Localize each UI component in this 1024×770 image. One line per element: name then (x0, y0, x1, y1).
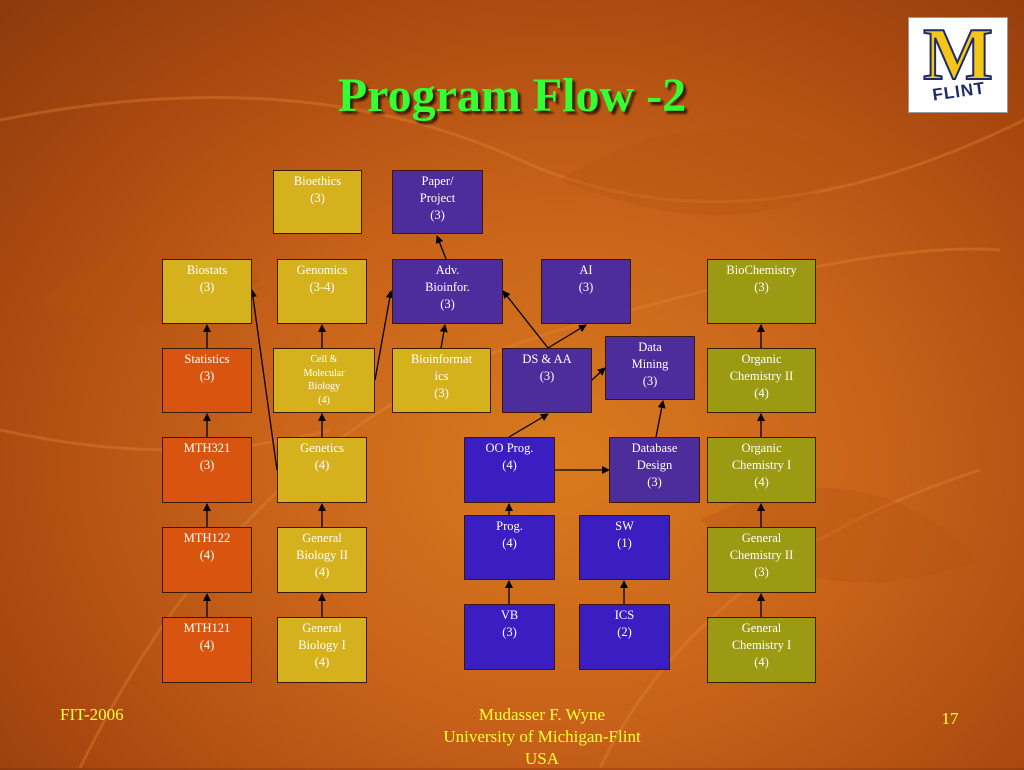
course-statistics: Statistics (3) (162, 348, 252, 413)
slide-number: 17 (941, 709, 959, 728)
course-general-biology-2: General Biology II (4) (277, 527, 367, 593)
course-prog: Prog. (4) (464, 515, 555, 580)
course-genomics: Genomics (3-4) (277, 259, 367, 324)
course-mth321: MTH321 (3) (162, 437, 252, 503)
course-biostats: Biostats (3) (162, 259, 252, 324)
arrow-advbioinfor-paper (435, 235, 447, 260)
course-organic-chemistry-1: Organic Chemistry I (4) (707, 437, 816, 503)
course-bioethics: Bioethics (3) (273, 170, 362, 234)
course-ics: ICS (2) (579, 604, 670, 670)
course-genetics: Genetics (4) (277, 437, 367, 503)
course-bioinformatics: Bioinformat ics (3) (392, 348, 491, 413)
arrow-dsaa-ai (547, 324, 587, 349)
course-oo-prog: OO Prog. (4) (464, 437, 555, 503)
course-ds-aa: DS & AA (3) (502, 348, 592, 413)
um-flint-logo: M FLINT (908, 17, 1008, 113)
footer-author: Mudasser F. Wyne University of Michigan-… (443, 705, 641, 768)
course-biochemistry: BioChemistry (3) (707, 259, 816, 324)
course-mth122: MTH122 (4) (162, 527, 252, 593)
course-adv-bioinfor: Adv. Bioinfor. (3) (392, 259, 503, 324)
logo-m-letter: M (922, 14, 994, 96)
arrow-dsaa-advbioinfor (502, 290, 549, 349)
slide-title: Program Flow -2 (337, 69, 687, 122)
course-sw: SW (1) (579, 515, 670, 580)
course-data-mining: Data Mining (3) (605, 336, 695, 400)
arrow-genetics-biostats (249, 289, 278, 471)
course-general-chemistry-1: General Chemistry I (4) (707, 617, 816, 683)
arrow-bioinformatics-advbioinfor (439, 324, 448, 349)
course-organic-chemistry-2: Organic Chemistry II (4) (707, 348, 816, 413)
arrow-ooprog-dsaa (508, 413, 549, 438)
arrow-dsaa-datamining (591, 367, 606, 381)
course-vb: VB (3) (464, 604, 555, 670)
footer-conference: FIT-2006 (60, 705, 124, 724)
arrow-database-datamining (655, 400, 666, 438)
course-paper-project: Paper/ Project (3) (392, 170, 483, 234)
course-general-biology-1: General Biology I (4) (277, 617, 367, 683)
course-general-chemistry-2: General Chemistry II (3) (707, 527, 816, 593)
course-ai: AI (3) (541, 259, 631, 324)
course-database-design: Database Design (3) (609, 437, 700, 503)
course-mth121: MTH121 (4) (162, 617, 252, 683)
course-cell-molecular-biology: Cell & Molecular Biology (4) (273, 348, 375, 413)
arrow-cellbio-advbioinfor (374, 290, 394, 381)
